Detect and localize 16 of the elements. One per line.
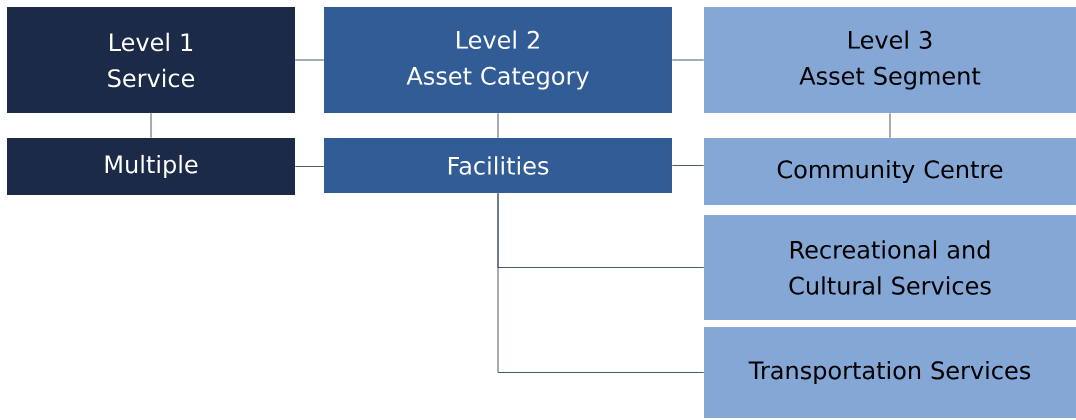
segment-box: Transportation Services (704, 327, 1076, 418)
category-box: Multiple (7, 138, 295, 195)
connector-line (889, 112, 891, 139)
segment-box: Recreational and Cultural Services (704, 215, 1076, 320)
connector-line (294, 59, 325, 61)
category-box: Facilities (324, 138, 672, 193)
level-box: Level 1 Service (7, 7, 295, 113)
level-box: Level 3 Asset Segment (704, 7, 1076, 113)
connector-line (671, 59, 705, 61)
connector-line (150, 112, 152, 139)
connector-line (497, 112, 499, 139)
segment-box: Community Centre (704, 138, 1076, 205)
connector-line (497, 192, 705, 373)
connector-line (671, 165, 705, 166)
connector-line (294, 166, 325, 167)
level-box: Level 2 Asset Category (324, 7, 672, 113)
